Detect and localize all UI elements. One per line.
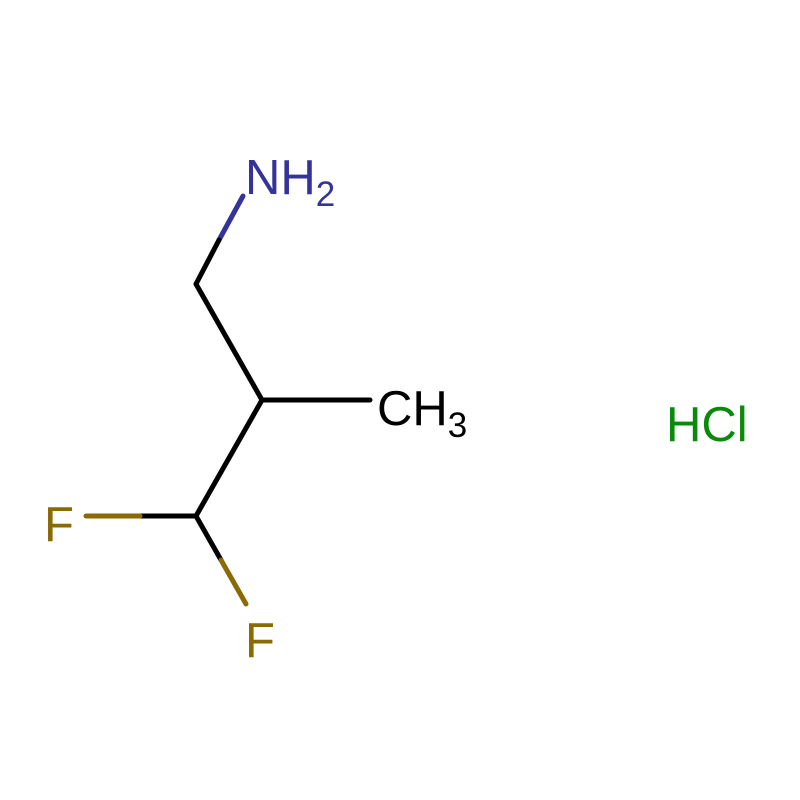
bond-c1-c2 xyxy=(193,281,265,403)
fluorine-bottom-label: F xyxy=(245,614,275,668)
hcl-salt-label: HCl xyxy=(666,398,748,452)
bond-n-c1-carbon-half xyxy=(193,237,222,287)
bonds xyxy=(83,193,373,607)
bond-c3-f2-fluorine-half xyxy=(218,557,249,607)
bond-c2-c3 xyxy=(193,397,265,519)
methyl-label: CH3 xyxy=(377,382,467,445)
fluorine-left-label: F xyxy=(44,498,74,552)
bond-n-c1-nitrogen-half xyxy=(216,193,246,243)
methyl-subscript: 3 xyxy=(448,406,467,445)
bond-c3-f2-carbon-half xyxy=(193,513,224,563)
amine-label: NH2 xyxy=(245,151,335,214)
amine-subscript: 2 xyxy=(316,175,335,214)
